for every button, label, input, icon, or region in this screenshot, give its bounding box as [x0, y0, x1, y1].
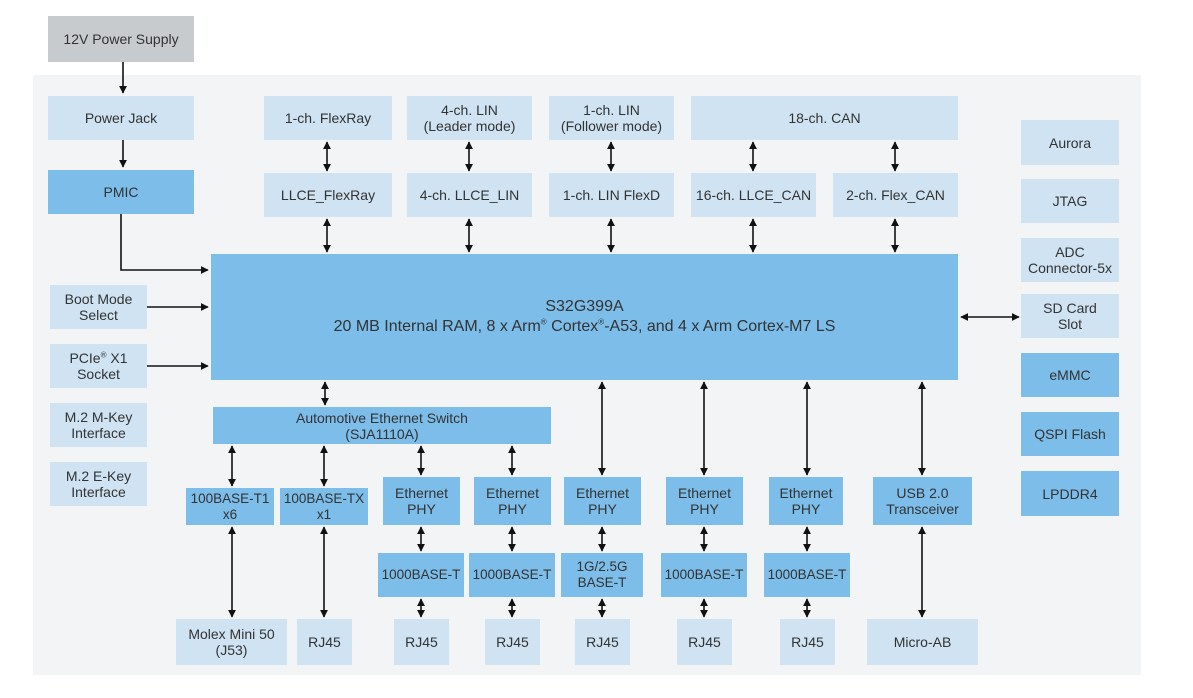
sd-card-block: SD Card Slot — [1021, 294, 1119, 338]
soc-block: S32G399A 20 MB Internal RAM, 8 x Arm® Co… — [211, 254, 958, 380]
lpddr4-block: LPDDR4 — [1021, 471, 1119, 516]
emmc-block: eMMC — [1021, 353, 1119, 397]
rj45-block-3: RJ45 — [485, 619, 540, 665]
m2-mkey-block: M.2 M-Key Interface — [50, 403, 147, 447]
micro-ab-block: Micro-AB — [867, 619, 978, 665]
base-1000-block-2: 1000BASE-T — [469, 553, 555, 597]
m2-ekey-block: M.2 E-Key Interface — [50, 462, 147, 506]
base-1000-block-3: 1000BASE-T — [661, 553, 747, 597]
power-jack-block: Power Jack — [48, 96, 194, 140]
pmic-block: PMIC — [48, 170, 194, 214]
usb-transceiver-block: USB 2.0 Transceiver — [873, 477, 972, 525]
lin-flexd-block: 1-ch. LIN FlexD — [549, 173, 674, 217]
ethernet-phy-4: Ethernet PHY — [666, 477, 743, 525]
soc-description: 20 MB Internal RAM, 8 x Arm® Cortex®-A53… — [333, 317, 836, 335]
rj45-block-4: RJ45 — [575, 619, 630, 665]
molex-connector-block: Molex Mini 50 (J53) — [176, 619, 287, 665]
base-1000-block-4: 1000BASE-T — [764, 553, 850, 597]
arrow-pmic-to-soc — [120, 214, 209, 274]
ethernet-switch-block: Automotive Ethernet Switch (SJA1110A) — [213, 407, 551, 444]
ethernet-phy-1: Ethernet PHY — [383, 477, 460, 525]
base-tx-block: 100BASE-TX x1 — [280, 488, 368, 525]
base-t1-block: 100BASE-T1 x6 — [186, 488, 274, 525]
rj45-block-5: RJ45 — [677, 619, 732, 665]
qspi-flash-block: QSPI Flash — [1021, 412, 1119, 456]
base-2g5-block: 1G/2.5G BASE-T — [561, 553, 643, 597]
llce-lin-block: 4-ch. LLCE_LIN — [407, 173, 532, 217]
lin-leader-block: 4-ch. LIN (Leader mode) — [407, 96, 532, 140]
ethernet-phy-5: Ethernet PHY — [769, 477, 843, 525]
boot-mode-block: Boot Mode Select — [50, 285, 147, 329]
jtag-block: JTAG — [1021, 179, 1119, 223]
flexray-block: 1-ch. FlexRay — [264, 96, 392, 140]
pcie-block: PCIe® X1 Socket — [50, 344, 147, 388]
rj45-block-6: RJ45 — [780, 619, 835, 665]
rj45-block-1: RJ45 — [297, 619, 352, 665]
can-block: 18-ch. CAN — [691, 96, 958, 140]
llce-flexray-block: LLCE_FlexRay — [264, 173, 392, 217]
ethernet-phy-3: Ethernet PHY — [564, 477, 641, 525]
adc-connector-block: ADC Connector-5x — [1021, 238, 1119, 282]
soc-name: S32G399A — [545, 298, 624, 315]
flex-can-block: 2-ch. Flex_CAN — [833, 173, 958, 217]
llce-can-block: 16-ch. LLCE_CAN — [691, 173, 816, 217]
rj45-block-2: RJ45 — [394, 619, 449, 665]
aurora-block: Aurora — [1021, 120, 1119, 165]
lin-follower-block: 1-ch. LIN (Follower mode) — [549, 96, 674, 140]
power-supply-block: 12V Power Supply — [48, 16, 194, 62]
ethernet-phy-2: Ethernet PHY — [474, 477, 551, 525]
base-1000-block-1: 1000BASE-T — [378, 553, 464, 597]
